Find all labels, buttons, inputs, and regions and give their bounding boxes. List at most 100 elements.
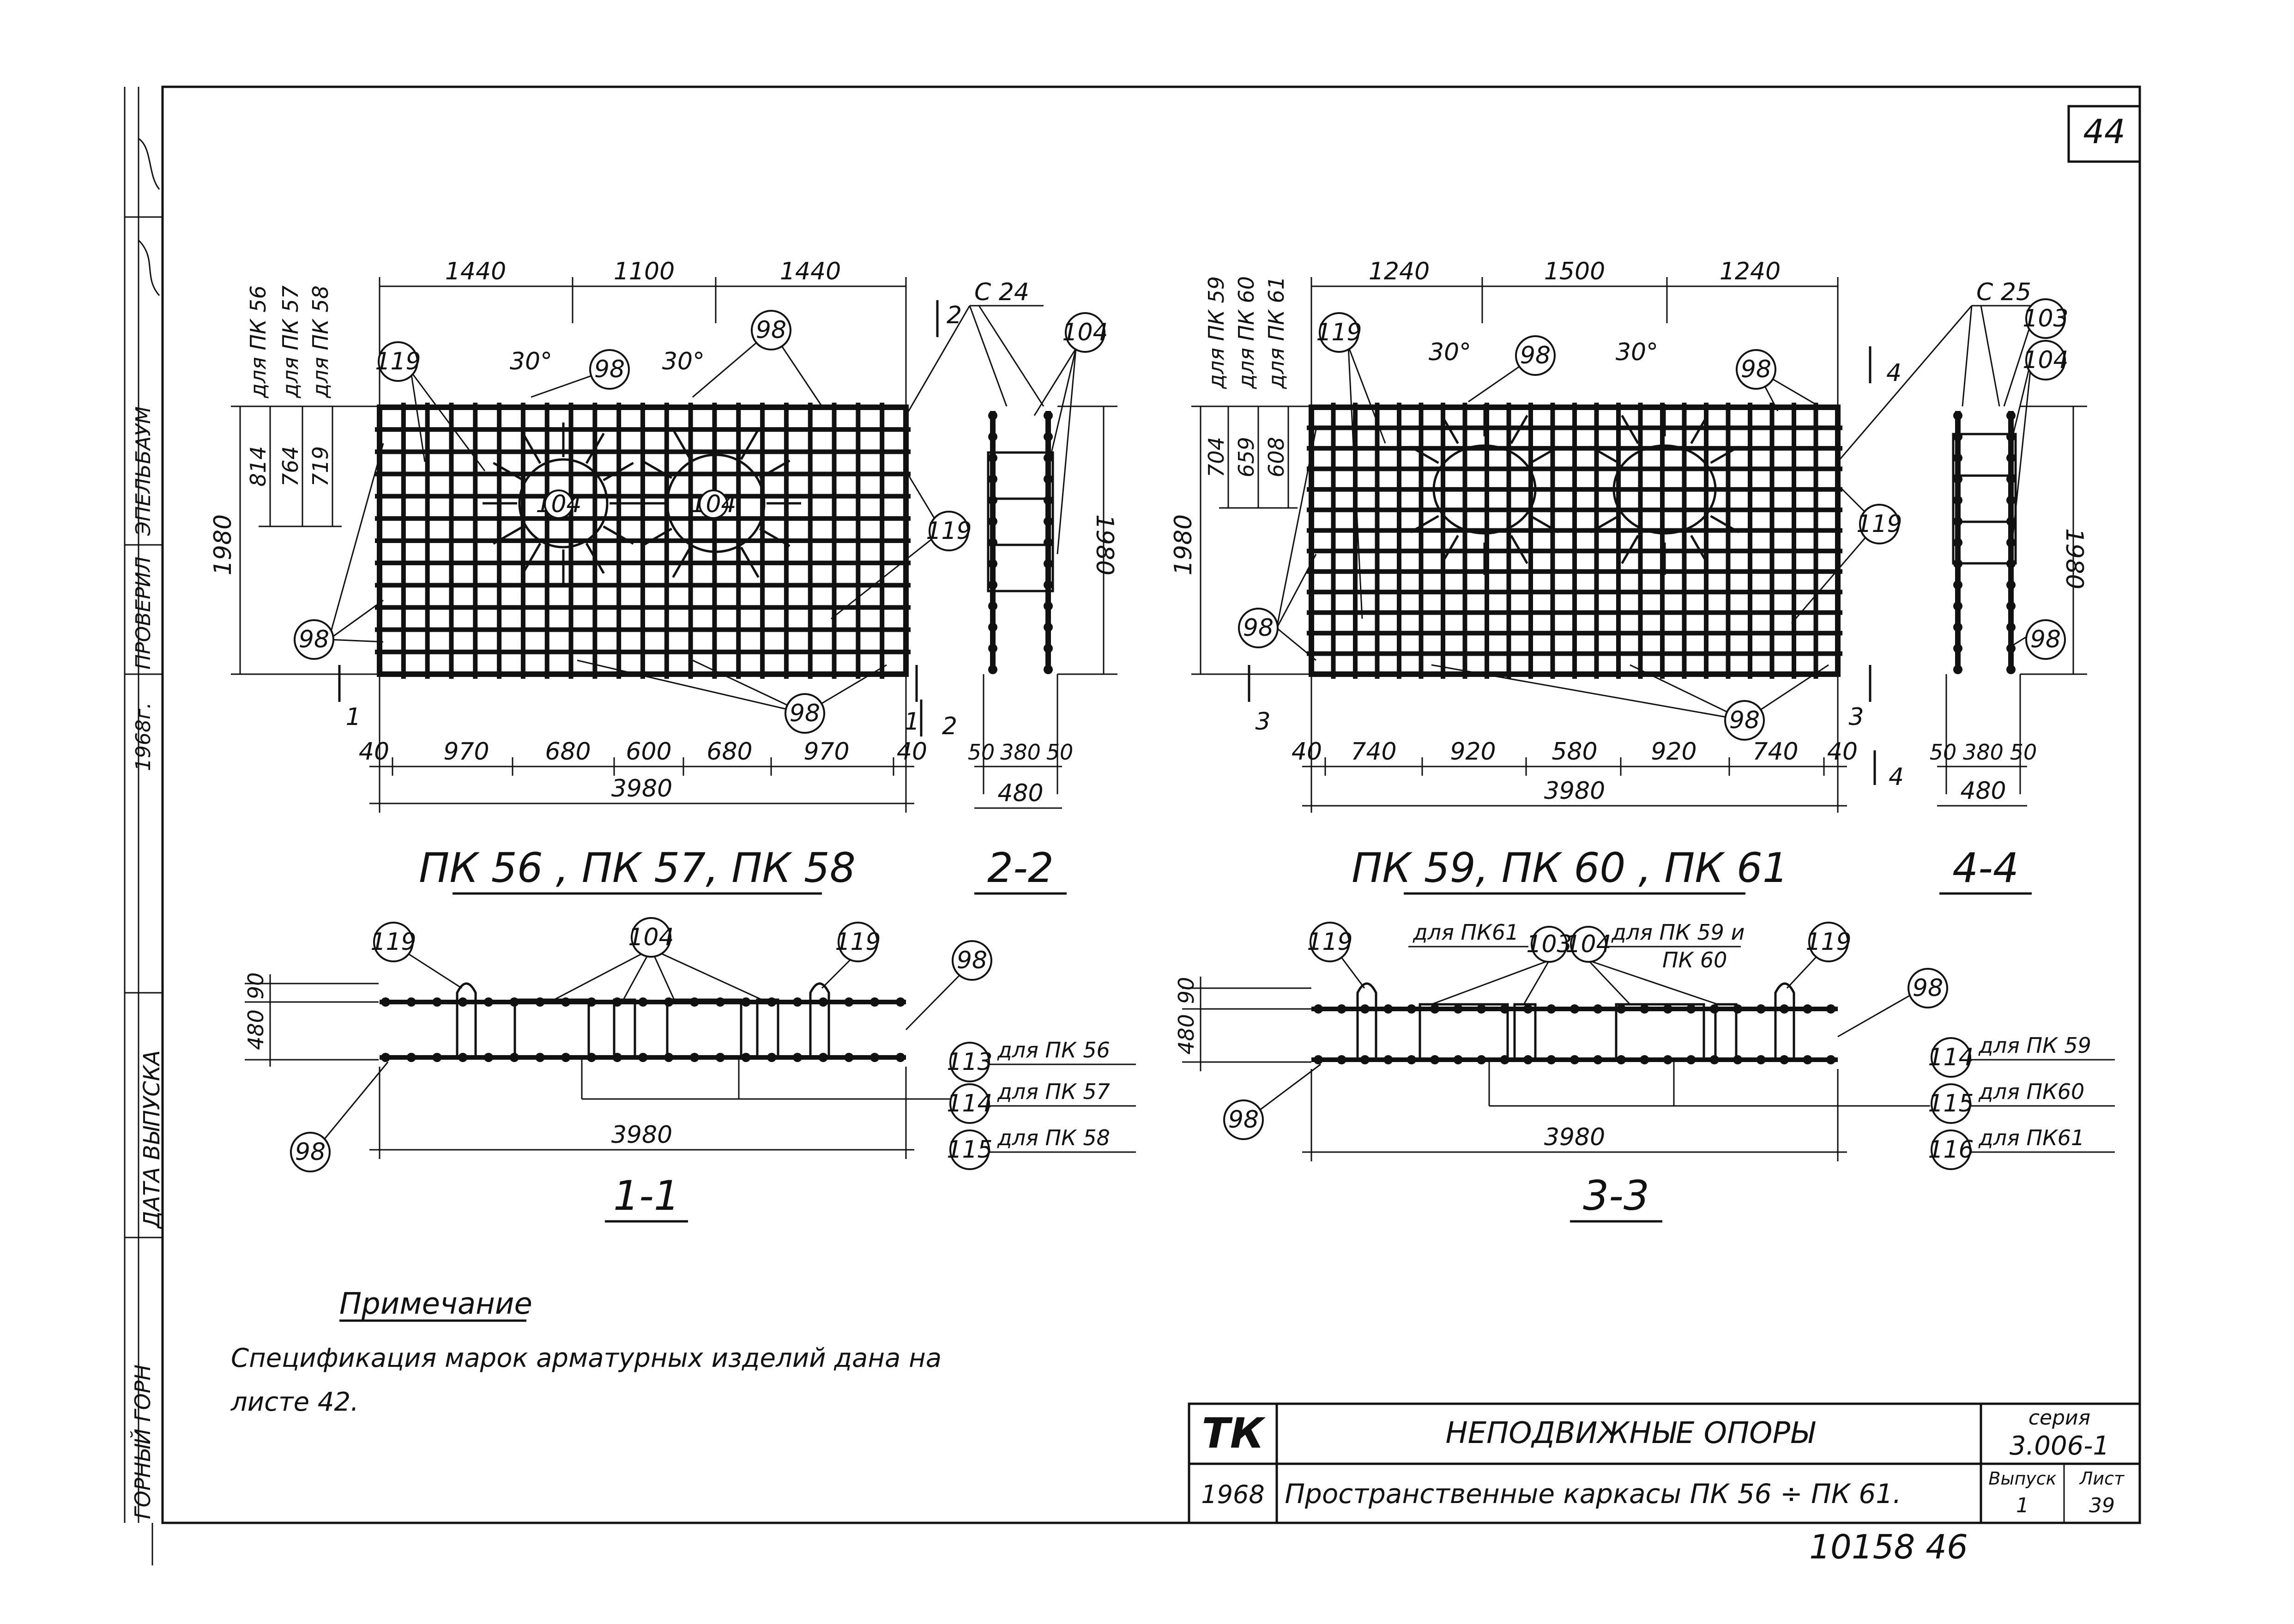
- rebar-dot: [1780, 1004, 1789, 1014]
- balloon-104: [2025, 340, 2066, 380]
- angle-left: 30°: [510, 348, 552, 375]
- dim-left-1: 814: [246, 446, 271, 487]
- rebar-dot: [1953, 622, 1962, 632]
- series-label: серия: [2028, 1406, 2090, 1430]
- rebar-dot: [844, 1053, 854, 1062]
- balloon-103: [1531, 926, 1568, 963]
- rebar-dot: [988, 601, 997, 611]
- rebar-dot: [988, 517, 997, 526]
- rebar-dot: [1756, 1004, 1766, 1014]
- rebar-line: [1510, 535, 1528, 564]
- rebar-dot: [1953, 601, 1962, 611]
- label-left-3: для ПК 61: [1264, 276, 1289, 389]
- rebar-line: [1510, 415, 1528, 444]
- issue-label: Выпуск: [1988, 1468, 2056, 1489]
- rebar-dot: [988, 411, 997, 420]
- view-b-section-2-2: 1980 50 380 50 480 104: [968, 312, 1118, 809]
- label-left-2: для ПК 60: [1234, 276, 1259, 389]
- rebar-dot: [1044, 432, 1053, 441]
- rebar-line: [522, 543, 542, 574]
- title-year: 1968: [1201, 1480, 1264, 1509]
- rebar-line: [1690, 535, 1708, 564]
- issue-value: 1: [2016, 1494, 2029, 1517]
- balloon-113: [949, 1042, 990, 1082]
- rebar-dot: [2006, 580, 2016, 590]
- balloon-115: [1931, 1083, 1971, 1124]
- balloon-label: 104: [628, 924, 674, 951]
- dim-90: 90: [243, 972, 268, 1000]
- view-b-title: 2-2: [987, 844, 1054, 892]
- balloon-104: [1065, 312, 1105, 353]
- steel-tag: С 24: [974, 278, 1029, 306]
- rebar-dot: [2006, 665, 2016, 674]
- rebar-line: [1590, 446, 1619, 464]
- label-left-1: для ПК 56: [246, 285, 271, 398]
- rebar-line: [1710, 515, 1739, 533]
- angle-left: 30°: [1429, 338, 1471, 366]
- rebar-dot: [1337, 1004, 1346, 1014]
- dim-height: 1980: [2060, 528, 2088, 589]
- view-c-title: ПК 59, ПК 60 , ПК 61: [1352, 844, 1788, 892]
- balloon-label: 98: [1228, 1106, 1259, 1134]
- section-title: 1-1: [613, 1172, 680, 1220]
- balloon-119: [1319, 312, 1359, 353]
- rebar-dot: [988, 495, 997, 505]
- balloon-119: [373, 922, 414, 962]
- dim-height: 1980: [1170, 514, 1197, 575]
- balloon-label: 103: [1526, 930, 1572, 958]
- opening-right: [1612, 444, 1717, 535]
- dim-side-left: 50: [1930, 740, 1957, 765]
- mesh-bars: [1307, 403, 1842, 679]
- dim-side-right: 50: [2010, 740, 2037, 765]
- dim-total: 3980: [1544, 1123, 1605, 1151]
- dim-bottom-7: 40: [897, 738, 927, 766]
- balloon-98: [1736, 349, 1776, 390]
- rebar-dot: [2006, 411, 2016, 420]
- section-mark-1a: 1: [345, 703, 361, 731]
- rebar-dot: [896, 1053, 905, 1062]
- rebar-dot: [1044, 622, 1053, 632]
- rebar-line: [1410, 446, 1439, 464]
- variant-mark: 113: [947, 1048, 992, 1076]
- rebar-dot: [1044, 495, 1053, 505]
- rebar-dot: [741, 1053, 751, 1062]
- label-for-pk61: для ПК61: [1413, 920, 1519, 945]
- dim-side-left: 50: [968, 740, 995, 765]
- rebar-dot: [1756, 1055, 1766, 1064]
- balloon-114: [949, 1083, 990, 1124]
- rebar-dot: [1044, 580, 1053, 590]
- side-stamp-checked: ПРОВЕРИЛ: [132, 556, 155, 670]
- side-stamp-release-date: ДАТА ВЫПУСКА: [139, 1050, 165, 1229]
- variant-list: 114 для ПК 59 115 для ПК60 116 для ПК61: [1928, 1033, 2115, 1170]
- balloon-label: 98: [299, 626, 329, 653]
- rebar-dot: [1953, 411, 1962, 420]
- rebar-line: [585, 433, 605, 464]
- sheet-label: Лист: [2079, 1468, 2125, 1489]
- balloon-label: 104: [1062, 319, 1108, 346]
- dim-side-middle: 380: [1963, 740, 2004, 765]
- rebar-dot: [1383, 1055, 1393, 1064]
- balloon-114: [1931, 1037, 1971, 1078]
- rebar-dot: [1570, 1055, 1579, 1064]
- dim-height: 1980: [1091, 514, 1118, 575]
- rebar-dot: [1546, 1004, 1556, 1014]
- balloon-label: 119: [835, 928, 881, 956]
- rebar-line: [641, 527, 672, 547]
- rebar-dot: [1430, 1004, 1440, 1014]
- balloon-label: 98: [2030, 626, 2061, 653]
- variant-label: для ПК60: [1978, 1079, 2084, 1104]
- section-mark-4b: 4: [1889, 763, 1904, 791]
- dim-bottom-7: 40: [1827, 738, 1858, 766]
- dim-top-3: 1240: [1720, 258, 1781, 285]
- dim-bottom-4: 580: [1551, 738, 1597, 766]
- rebar-line: [672, 547, 692, 578]
- rebar-dot: [1663, 1004, 1672, 1014]
- rebar-dot: [818, 1053, 828, 1062]
- rebar-dot: [1044, 411, 1053, 420]
- balloon-label: 98: [1729, 706, 1760, 734]
- rebar-line: [759, 527, 791, 547]
- view-d-title: 4-4: [1952, 844, 2019, 892]
- balloon-98: [785, 693, 825, 734]
- rebar-dot: [1953, 517, 1962, 526]
- rebar-dot: [988, 538, 997, 547]
